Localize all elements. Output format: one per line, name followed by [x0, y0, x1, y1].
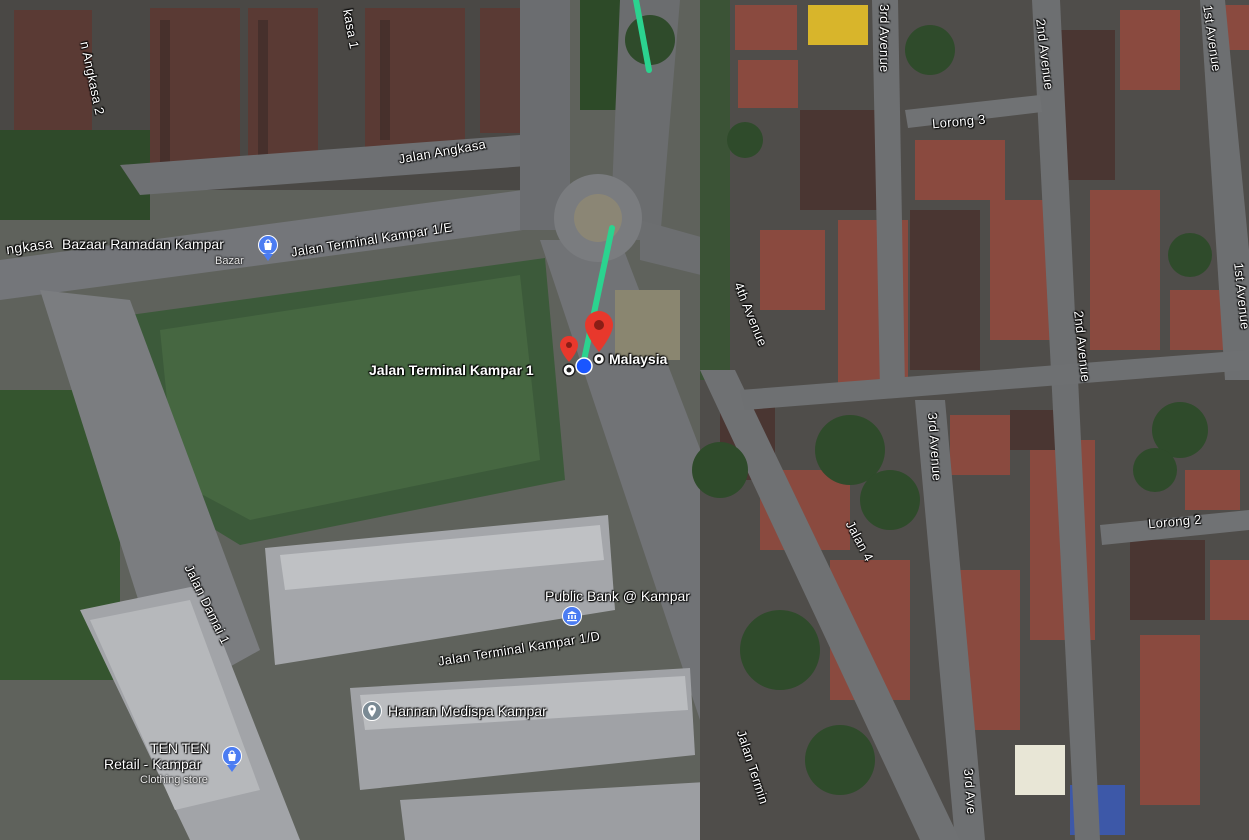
shopping-bag-icon[interactable]: [258, 235, 278, 255]
destination-marker-icon[interactable]: [584, 311, 614, 353]
poi-category-clothing-store: Clothing store: [140, 774, 208, 786]
location-pin-icon[interactable]: [362, 701, 382, 721]
my-location-icon: [575, 357, 593, 375]
route-line-top: [633, 0, 652, 73]
bank-icon[interactable]: [562, 606, 582, 626]
destination-point-icon: [592, 352, 606, 366]
poi-label-bazaar-ramadan[interactable]: Bazaar Ramadan Kampar: [62, 236, 224, 252]
street-label-3rd-avenue-top: 3rd Avenue: [877, 4, 892, 73]
poi-pointer-icon: [227, 765, 237, 772]
destination-label[interactable]: Malaysia: [609, 351, 668, 367]
street-label-3rd-avenue-bottom: 3rd Ave: [961, 768, 980, 815]
poi-pointer-icon: [263, 254, 273, 261]
poi-label-ten-ten-line2[interactable]: Retail - Kampar: [104, 756, 202, 772]
route-line: [580, 225, 615, 368]
shopping-bag-icon[interactable]: [222, 746, 242, 766]
poi-label-hannan-medispa[interactable]: Hannan Medispa Kampar: [388, 703, 547, 719]
origin-label[interactable]: Jalan Terminal Kampar 1: [369, 362, 534, 378]
poi-category-bazar: Bazar: [215, 255, 244, 267]
origin-marker-icon[interactable]: [559, 336, 579, 366]
poi-label-public-bank[interactable]: Public Bank @ Kampar: [545, 588, 690, 604]
origin-point-icon: [562, 363, 576, 377]
poi-label-ten-ten-line1[interactable]: TEN TEN: [150, 740, 210, 756]
